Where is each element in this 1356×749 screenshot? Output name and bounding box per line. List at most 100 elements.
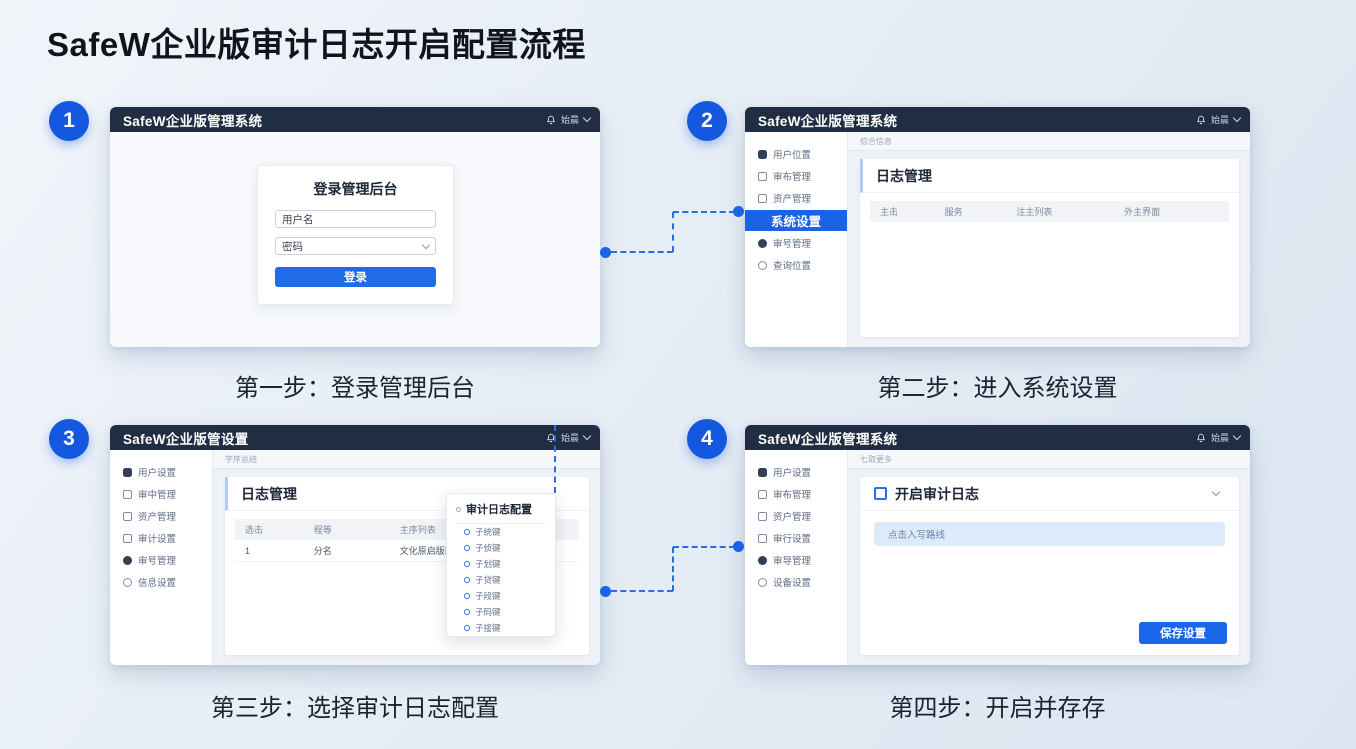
- table-header: 注主列表: [1016, 207, 1053, 217]
- password-select[interactable]: 密码: [275, 237, 436, 255]
- radio-icon: [464, 561, 470, 567]
- table-header: 服务: [944, 207, 963, 217]
- circle-icon: [123, 577, 132, 587]
- popup-item[interactable]: 子贷键: [456, 572, 546, 588]
- table-header: 选击: [245, 525, 264, 535]
- popup-title-row: 审计日志配置: [456, 501, 546, 524]
- circle-icon: [758, 577, 767, 587]
- sidebar-item[interactable]: 审导管理: [745, 549, 847, 571]
- connector-line: [673, 546, 735, 548]
- doc-icon: [758, 511, 767, 521]
- step-badge-4: 4: [687, 419, 727, 459]
- popup-pointer-dashed-line: [554, 425, 556, 493]
- circle-icon: [758, 260, 767, 270]
- table-header: 外主界面: [1124, 207, 1161, 217]
- table-row[interactable]: 1 分名 文化原启版面: [235, 540, 579, 562]
- sidebar-item[interactable]: 审号管理: [745, 232, 847, 254]
- login-page-body: 登录管理后台 用户名 密码 登录: [110, 132, 600, 347]
- sidebar-item[interactable]: 审行设置: [745, 527, 847, 549]
- connector-dot: [733, 206, 744, 217]
- save-settings-button[interactable]: 保存设置: [1139, 622, 1227, 644]
- audit-settings-card: 开启审计日志 点击入写路线 保存设置: [860, 477, 1239, 655]
- sidebar-item[interactable]: 用户设置: [745, 461, 847, 483]
- sidebar-item[interactable]: 信息设置: [110, 571, 212, 593]
- chevron-down-icon: [1232, 113, 1242, 123]
- chat-icon: [123, 555, 132, 565]
- popup-item[interactable]: 子统键: [456, 524, 546, 540]
- app-title: SafeW企业版管设置: [123, 431, 249, 447]
- main-content: 七取更多 开启审计日志 点击入写路线 保存设置: [848, 450, 1250, 665]
- sidebar: 用户位置 审布管理 资产管理 系统设置 审号管理 查询位置: [745, 132, 848, 347]
- path-input[interactable]: 点击入写路线: [874, 522, 1225, 546]
- breadcrumb: 字序总结: [213, 450, 600, 469]
- popup-item[interactable]: 子划键: [456, 556, 546, 572]
- sidebar-item-system-settings[interactable]: 系统设置: [745, 210, 847, 231]
- sidebar-item[interactable]: 资产管理: [745, 187, 847, 209]
- enable-audit-row: 开启审计日志: [860, 477, 1239, 511]
- chevron-down-icon: [1232, 431, 1242, 441]
- header-user-area[interactable]: 始晨: [546, 113, 592, 126]
- sidebar-item[interactable]: 审中管理: [110, 483, 212, 505]
- bell-icon: [1196, 433, 1206, 442]
- header-user-area[interactable]: 始晨: [1196, 431, 1242, 444]
- chevron-down-icon[interactable]: [1211, 487, 1221, 497]
- connector-line: [611, 251, 673, 253]
- card-title: 日志管理: [876, 167, 932, 184]
- app-title: SafeW企业版管理系统: [758, 431, 898, 447]
- doc-icon: [758, 171, 767, 181]
- table-header: 主击: [880, 207, 899, 217]
- panel-step2-system-settings: SafeW企业版管理系统 始晨 用户位置 审布管理 资产管理 系统设置 审号管理…: [745, 107, 1250, 347]
- sidebar-item[interactable]: 审号管理: [110, 549, 212, 571]
- step-badge-2: 2: [687, 101, 727, 141]
- popup-item[interactable]: 子接键: [456, 620, 546, 636]
- page-title: SafeW企业版审计日志开启配置流程: [47, 26, 586, 63]
- doc-icon: [123, 489, 132, 499]
- card-title: 日志管理: [241, 485, 297, 502]
- connector-dot: [600, 247, 611, 258]
- sidebar-item[interactable]: 用户位置: [745, 143, 847, 165]
- log-management-card: 日志管理 主击 服务 注主列表 外主界面: [860, 159, 1239, 337]
- connector-dot: [733, 541, 744, 552]
- enable-audit-label: 开启审计日志: [895, 485, 979, 502]
- panel-step1-login: SafeW企业版管理系统 始晨 登录管理后台 用户名 密码 登录: [110, 107, 600, 347]
- app-title: SafeW企业版管理系统: [758, 113, 898, 129]
- home-icon: [758, 467, 767, 477]
- radio-icon: [464, 593, 470, 599]
- login-button[interactable]: 登录: [275, 267, 436, 287]
- breadcrumb: 七取更多: [848, 450, 1250, 469]
- popup-item[interactable]: 子段键: [456, 588, 546, 604]
- header-username: 始晨: [1210, 115, 1229, 125]
- username-input[interactable]: 用户名: [275, 210, 436, 228]
- header-user-area[interactable]: 始晨: [1196, 113, 1242, 126]
- header-username: 始晨: [1210, 433, 1229, 443]
- connector-line: [611, 590, 673, 592]
- caption-step1: 第一步：登录管理后台: [235, 375, 475, 402]
- sidebar-item[interactable]: 审布管理: [745, 165, 847, 187]
- sidebar-item[interactable]: 资户管理: [745, 505, 847, 527]
- home-icon: [758, 149, 767, 159]
- header-user-area[interactable]: 始晨: [546, 431, 592, 444]
- sidebar-item[interactable]: 资产管理: [110, 505, 212, 527]
- chat-icon: [758, 555, 767, 565]
- enable-audit-checkbox[interactable]: [874, 487, 887, 500]
- popup-item[interactable]: 子码键: [456, 604, 546, 620]
- connector-line: [673, 211, 735, 213]
- sidebar-item[interactable]: 设备设置: [745, 571, 847, 593]
- doc-icon: [758, 533, 767, 543]
- sidebar-item[interactable]: 审布管理: [745, 483, 847, 505]
- login-title: 登录管理后台: [313, 181, 398, 197]
- panel-step4-enable-save: SafeW企业版管理系统 始晨 用户设置 审布管理 资户管理 审行设置 审导管理…: [745, 425, 1250, 665]
- caption-step3: 第三步：选择审计日志配置: [211, 695, 499, 722]
- main-content: 综合信息 日志管理 主击 服务 注主列表 外主界面: [848, 132, 1250, 347]
- chevron-down-icon: [582, 431, 592, 441]
- sidebar-item[interactable]: 审计设置: [110, 527, 212, 549]
- sidebar-item[interactable]: 查询位置: [745, 254, 847, 276]
- connector-line: [672, 212, 674, 252]
- popup-item[interactable]: 子侦键: [456, 540, 546, 556]
- sidebar: 用户设置 审布管理 资户管理 审行设置 审导管理 设备设置: [745, 450, 848, 665]
- sidebar: 用户设置 审中管理 资产管理 审计设置 审号管理 信息设置: [110, 450, 213, 665]
- sidebar-item[interactable]: 用户设置: [110, 461, 212, 483]
- app-header: SafeW企业版管理系统 始晨: [745, 107, 1250, 132]
- doc-icon: [758, 193, 767, 203]
